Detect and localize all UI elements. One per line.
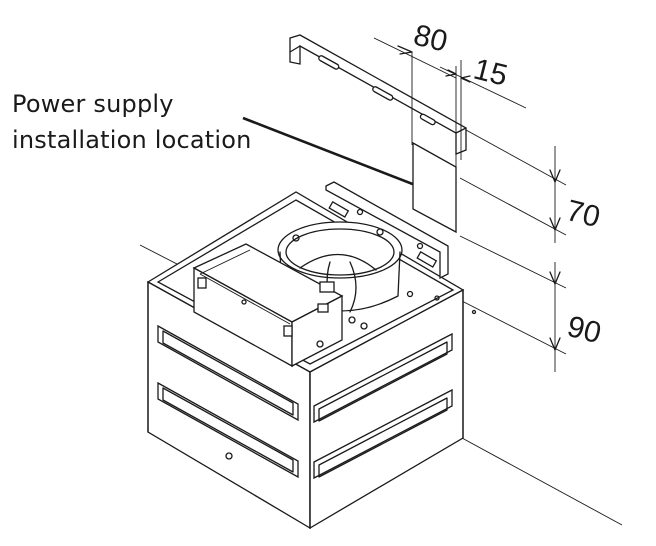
power-supply-unit: [192, 243, 356, 368]
back-flange: [325, 181, 449, 280]
right-face-slots: [313, 332, 453, 480]
dimension-70-label: 70: [563, 194, 603, 234]
power-supply-location: [412, 141, 457, 234]
callout-leader: [242, 116, 429, 192]
housing-hole: [225, 452, 233, 460]
housing-screws: [360, 290, 477, 330]
dimension-lines: [373, 37, 567, 372]
callout-line-1: Power supply: [12, 90, 174, 118]
power-supply-callout: Power supply installation location: [12, 86, 252, 158]
dimension-80-label: 80: [410, 19, 450, 59]
dimension-15-label: 15: [470, 53, 510, 93]
left-face-slots: [157, 324, 299, 479]
dimension-90-label: 90: [564, 310, 604, 350]
callout-line-2: installation location: [12, 126, 252, 154]
